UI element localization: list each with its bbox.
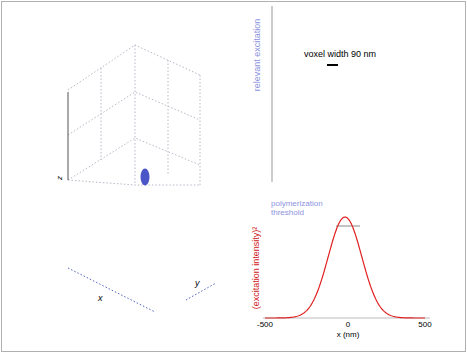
- threshold-line: [336, 226, 360, 227]
- xy-axes: [68, 268, 216, 312]
- excitation-curve: [265, 217, 425, 318]
- axis-label: (excitation intensity)²: [252, 227, 262, 310]
- axis-label: z: [56, 176, 65, 180]
- tick-label: -500: [257, 321, 273, 330]
- threshold-label: polymerization threshold: [271, 200, 333, 218]
- tick-label: 500: [418, 321, 431, 330]
- scale-bar: [327, 64, 338, 66]
- axis-label: relevant excitation: [253, 19, 263, 92]
- axis-label: x (nm): [337, 331, 360, 340]
- axis-label: x: [98, 294, 103, 304]
- tick-label: 0: [346, 321, 350, 330]
- voxel-grid: [68, 45, 200, 185]
- voxel: [141, 169, 150, 186]
- z-axis: [68, 92, 69, 180]
- axis-label: y: [195, 279, 200, 289]
- excitation-axis: [272, 6, 273, 182]
- scale-label: voxel width 90 nm: [304, 50, 376, 60]
